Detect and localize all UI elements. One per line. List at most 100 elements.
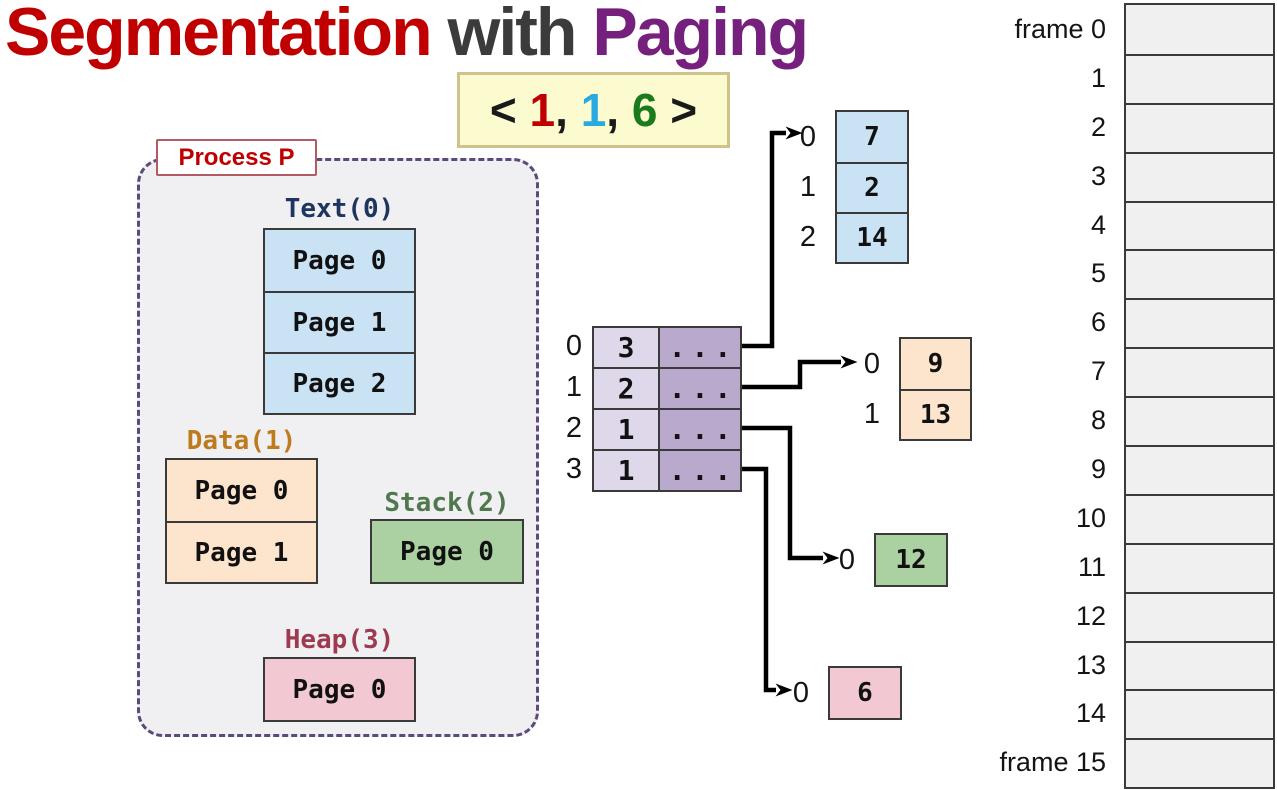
segment-index: 0 xyxy=(565,330,582,362)
heap-page-table: 6 xyxy=(828,666,902,720)
frame-cell xyxy=(1126,738,1273,788)
frame-cell xyxy=(1126,102,1273,152)
frame-cell xyxy=(1126,53,1273,103)
page-index: 0 xyxy=(863,348,880,380)
page-table-pointer-cell: ... xyxy=(660,369,740,408)
frame-label: 10 xyxy=(1075,502,1106,533)
logical-address-tuple: < 1, 1, 6 > xyxy=(457,72,730,148)
frame-cell xyxy=(1126,689,1273,739)
frame-labels: frame 0 1 2 3 4 5 6 7 8 9 10 11 12 13 14… xyxy=(980,5,1114,787)
frame-cell xyxy=(1126,445,1273,494)
page-cell: Page 2 xyxy=(265,352,414,413)
page-cell: Page 1 xyxy=(265,291,414,352)
tuple-page-number: 1 xyxy=(580,84,607,136)
arrow-segment1-to-data-page-table xyxy=(742,355,858,390)
frame-label: 1 xyxy=(1090,62,1106,93)
frame-label: frame 0 xyxy=(1014,14,1106,44)
tuple-offset: 6 xyxy=(631,84,658,136)
segment-index: 1 xyxy=(565,371,582,403)
frame-number-cell: 14 xyxy=(837,212,907,262)
segment-table: 3 ... 2 ... 1 ... 1 ... xyxy=(592,326,742,492)
text-segment-pages: Page 0 Page 1 Page 2 xyxy=(263,228,416,415)
frame-label: 8 xyxy=(1090,405,1106,436)
frame-cell xyxy=(1126,493,1273,543)
page-table-length-cell: 3 xyxy=(594,328,660,367)
page-index: 1 xyxy=(863,398,880,430)
page-cell: Page 0 xyxy=(372,521,522,582)
page-table-pointer-cell: ... xyxy=(660,451,740,490)
frame-cell xyxy=(1126,151,1273,201)
page-index: 0 xyxy=(792,677,809,709)
tuple-open-bracket: < xyxy=(489,84,530,136)
segment-index: 2 xyxy=(565,412,582,444)
data-page-table-row-labels: 0 1 xyxy=(846,339,880,439)
heap-page-table-row-labels: 0 xyxy=(775,668,809,718)
tuple-segment-number: 1 xyxy=(529,84,556,136)
arrow-segment3-to-heap-page-table xyxy=(742,466,793,697)
frame-number-cell: 7 xyxy=(837,112,907,162)
tuple-close-bracket: > xyxy=(657,84,698,136)
page-table-pointer-cell: ... xyxy=(660,328,740,367)
segment-table-row: 1 ... xyxy=(594,449,740,490)
segment-label-data: Data(1) xyxy=(186,426,297,456)
frame-label: frame 15 xyxy=(999,747,1106,778)
data-segment-pages: Page 0 Page 1 xyxy=(165,458,318,584)
frame-number-cell: 13 xyxy=(901,389,970,439)
title-word-with: with xyxy=(430,0,593,70)
page-cell: Page 1 xyxy=(167,521,316,582)
frame-label: 7 xyxy=(1090,356,1106,387)
page-index: 0 xyxy=(838,544,855,576)
stack-segment-pages: Page 0 xyxy=(370,519,524,584)
page-title: Segmentation with Paging xyxy=(5,0,809,70)
frame-number-cell: 12 xyxy=(876,535,946,585)
page-cell: Page 0 xyxy=(167,460,316,521)
frame-label: 13 xyxy=(1075,649,1106,680)
arrow-segment0-to-text-page-table xyxy=(742,126,803,349)
segment-label-stack: Stack(2) xyxy=(384,488,510,518)
frame-cell xyxy=(1126,200,1273,250)
frame-cell xyxy=(1126,249,1273,299)
tuple-comma: , xyxy=(555,84,581,136)
page-index: 1 xyxy=(799,171,816,203)
data-page-table: 9 13 xyxy=(899,337,972,441)
frame-label: 9 xyxy=(1090,454,1106,485)
page-cell: Page 0 xyxy=(265,659,414,720)
process-label: Process P xyxy=(156,139,317,176)
frame-number-cell: 6 xyxy=(830,668,900,718)
page-table-pointer-cell: ... xyxy=(660,410,740,449)
physical-memory-frames xyxy=(1124,3,1275,790)
stack-page-table: 12 xyxy=(874,533,948,587)
arrow-segment2-to-stack-page-table xyxy=(742,425,840,565)
segment-table-row-labels: 0 1 2 3 xyxy=(548,326,582,490)
frame-label: 3 xyxy=(1090,160,1106,191)
text-page-table-row-labels: 0 1 2 xyxy=(782,112,816,262)
segment-table-row: 3 ... xyxy=(594,328,740,367)
frame-label: 14 xyxy=(1075,698,1106,729)
frame-number-cell: 9 xyxy=(901,339,970,389)
tuple-comma: , xyxy=(606,84,632,136)
frame-label: 5 xyxy=(1090,258,1106,289)
page-cell: Page 0 xyxy=(265,230,414,291)
frame-cell xyxy=(1126,591,1273,641)
segment-index: 3 xyxy=(565,453,582,485)
frame-label: 4 xyxy=(1090,209,1106,240)
frame-label: 12 xyxy=(1075,600,1106,631)
frame-cell xyxy=(1126,396,1273,446)
frame-cell xyxy=(1126,640,1273,690)
segment-table-row: 2 ... xyxy=(594,367,740,408)
title-word-paging: Paging xyxy=(592,0,809,70)
segment-label-heap: Heap(3) xyxy=(284,625,395,655)
page-index: 2 xyxy=(799,221,816,253)
text-page-table: 7 2 14 xyxy=(835,110,909,264)
frame-cell xyxy=(1126,298,1273,348)
heap-segment-pages: Page 0 xyxy=(263,657,416,722)
frame-label: 11 xyxy=(1077,551,1106,582)
page-table-length-cell: 1 xyxy=(594,451,660,490)
frame-cell xyxy=(1126,347,1273,397)
stack-page-table-row-labels: 0 xyxy=(821,535,855,585)
page-table-length-cell: 2 xyxy=(594,369,660,408)
frame-number-cell: 2 xyxy=(837,162,907,212)
page-index: 0 xyxy=(799,121,816,153)
page-table-length-cell: 1 xyxy=(594,410,660,449)
